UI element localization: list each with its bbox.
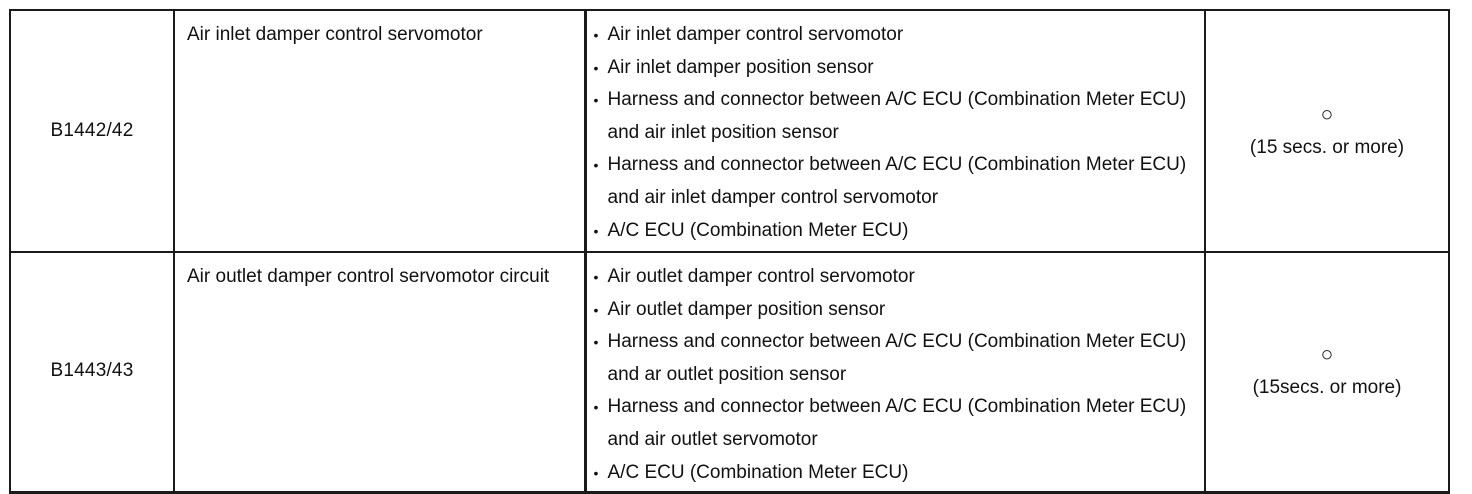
trouble-area-cell: • Air inlet damper control servomotor • Ai… (583, 9, 1206, 253)
bullet-icon: • (593, 399, 599, 416)
bullet-icon: • (593, 59, 599, 76)
detection-item: Air inlet damper control servomotor (187, 24, 483, 45)
bullet-icon: • (593, 269, 599, 285)
trouble-area-text: Air inlet damper position sensor (607, 56, 874, 78)
dtc-table: B1442/42 Air inlet damper control servom… (9, 9, 1450, 494)
list-item: • A/C ECU (Combination Meter ECU) (594, 457, 1199, 490)
circle-mark-icon: ○ (1320, 343, 1334, 367)
memory-note: (15 secs. or more) (1249, 136, 1405, 158)
list-item: • Air inlet damper control servomotor (594, 19, 1199, 52)
list-item: • Harness and connector between A/C ECU (… (594, 326, 1199, 391)
list-item: • Harness and connector between A/C ECU (… (594, 149, 1199, 214)
dtc-code-cell: B1442/42 (9, 9, 175, 253)
bullet-icon: • (593, 464, 599, 481)
bullet-icon: • (593, 157, 599, 174)
list-item: • Air outlet damper control servomotor (594, 261, 1199, 294)
list-item: • Harness and connector between A/C ECU (… (594, 391, 1199, 456)
bullet-icon: • (593, 301, 599, 318)
bullet-icon: • (593, 27, 599, 43)
table-row: B1443/43 Air outlet damper control servo… (9, 251, 1450, 494)
trouble-area-cell: • Air outlet damper control servomotor • A… (583, 251, 1206, 494)
list-item: • Harness and connector between A/C ECU (… (594, 84, 1199, 149)
trouble-area-list: • Air inlet damper control servomotor • Ai… (594, 19, 1199, 247)
detection-item-cell: Air outlet damper control servomotor cir… (173, 251, 586, 494)
detection-item-cell: Air inlet damper control servomotor (173, 9, 586, 253)
list-item: • A/C ECU (Combination Meter ECU) (594, 215, 1199, 248)
dtc-code: B1443/43 (50, 360, 134, 382)
trouble-area-list: • Air outlet damper control servomotor • A… (594, 261, 1199, 489)
memory-cell: ○ (15secs. or more) (1204, 251, 1450, 494)
list-item: • Air outlet damper position sensor (594, 294, 1199, 327)
trouble-area-text: Air inlet damper control servomotor (607, 24, 904, 45)
detection-item: Air outlet damper control servomotor cir… (187, 266, 550, 287)
trouble-area-text: Harness and connector between A/C ECU (C… (607, 154, 1187, 208)
bullet-icon: • (593, 92, 599, 109)
trouble-area-text: Harness and connector between A/C ECU (C… (607, 396, 1187, 450)
trouble-area-text: A/C ECU (Combination Meter ECU) (607, 219, 909, 241)
trouble-area-text: Air outlet damper control servomotor (607, 266, 915, 287)
table-row: B1442/42 Air inlet damper control servom… (9, 9, 1450, 253)
dtc-code: B1442/42 (50, 119, 134, 141)
list-item: • Air inlet damper position sensor (594, 52, 1199, 85)
memory-note: (15secs. or more) (1252, 377, 1402, 399)
bullet-icon: • (593, 222, 599, 239)
bullet-icon: • (593, 334, 599, 351)
trouble-area-text: Harness and connector between A/C ECU (C… (607, 331, 1187, 385)
trouble-area-text: Air outlet damper position sensor (607, 298, 886, 320)
circle-mark-icon: ○ (1320, 102, 1334, 126)
trouble-area-text: Harness and connector between A/C ECU (C… (607, 89, 1187, 143)
dtc-code-cell: B1443/43 (9, 251, 175, 494)
memory-cell: ○ (15 secs. or more) (1204, 9, 1450, 253)
trouble-area-text: A/C ECU (Combination Meter ECU) (607, 461, 909, 483)
